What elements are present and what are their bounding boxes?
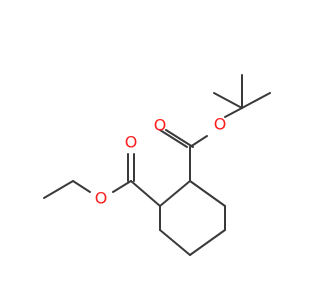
oxygen-ester-left-label: O xyxy=(95,189,108,208)
double-bond-right-line xyxy=(165,129,194,148)
bond-o-tbutyl xyxy=(224,107,243,118)
bond-c-o-ester-right xyxy=(189,135,208,148)
ring-bond xyxy=(159,180,191,207)
ring-bond xyxy=(159,229,191,256)
oxygen-carbonyl-left-label: O xyxy=(125,133,138,152)
ring-bond xyxy=(189,180,226,207)
bond-ethyl xyxy=(43,180,74,199)
molecule-canvas: O O O O xyxy=(43,74,271,256)
bond-o-ethyl xyxy=(72,180,91,193)
oxygen-carbonyl-right-label: O xyxy=(154,116,167,135)
bond-tbutyl-right xyxy=(241,92,271,109)
molecule-structure: O O O O xyxy=(43,74,271,256)
double-bond-left-line xyxy=(159,129,188,148)
ring-bond xyxy=(189,229,226,256)
bond-c-carbonyl-left xyxy=(130,180,161,207)
bond-tbutyl-left xyxy=(213,92,243,109)
oxygen-ester-right-label: O xyxy=(214,115,227,134)
bond-c-o-ester-left xyxy=(112,180,132,193)
